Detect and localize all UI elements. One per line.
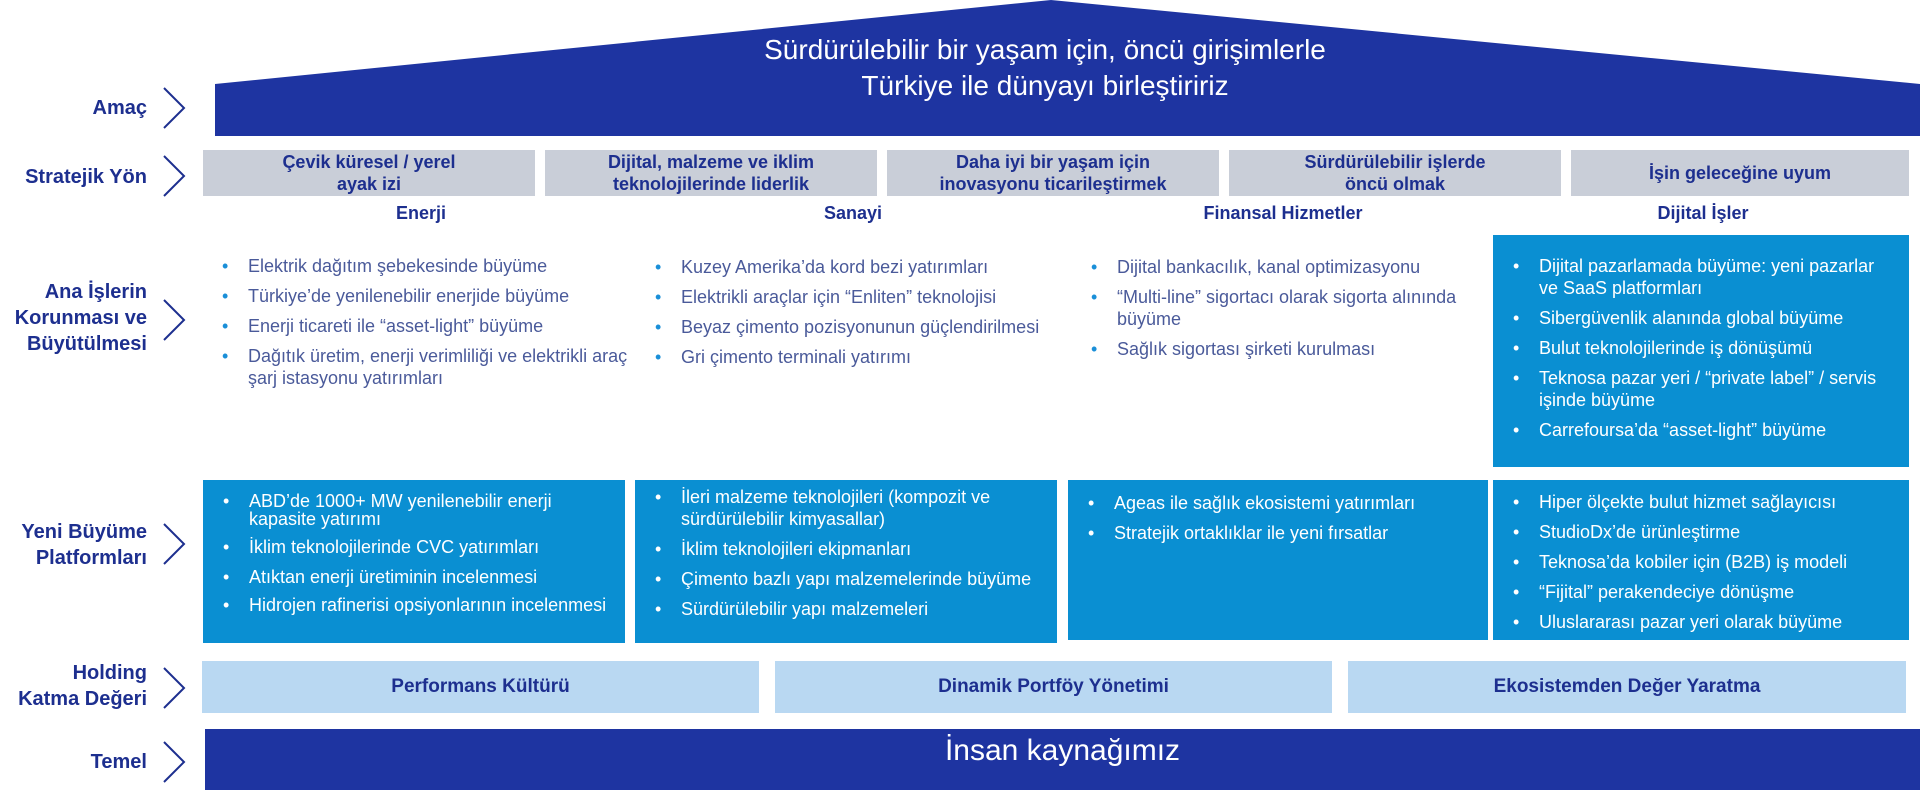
list-item: Dijital bankacılık, kanal optimizasyonu — [1087, 256, 1487, 278]
list-item: Teknosa’da kobiler için (B2B) iş modeli — [1509, 551, 1893, 573]
list-item: “Fijital” perakendeciye dönüşme — [1509, 581, 1893, 603]
holding-value-ekosistem: Ekosistemden Değer Yaratma — [1348, 661, 1906, 713]
growth-sanayi-box: İleri malzeme teknolojileri (kompozit ve… — [635, 480, 1057, 643]
strategy-line: teknolojilerinde liderlik — [612, 174, 810, 194]
list-item: Elektrik dağıtım şebekesinde büyüme — [218, 255, 628, 277]
row-label-yeni-2: Platformları — [35, 547, 147, 569]
strategy-line: inovasyonu ticarileştirmek — [939, 174, 1167, 194]
list-item: ABD’de 1000+ MW yenilenebilir enerji kap… — [219, 492, 609, 528]
list-item: Carrefoursa’da “asset-light” büyüme — [1509, 419, 1889, 441]
strategy-line: Sürdürülebilir işlerde — [1304, 152, 1486, 172]
chevron-right-icon — [160, 84, 188, 132]
core-finans-list: Dijital bankacılık, kanal optimizasyonu … — [1087, 256, 1487, 368]
list-item: Dijital pazarlamada büyüme: yeni pazarla… — [1509, 255, 1889, 299]
list-item: Sürdürülebilir yapı malzemeleri — [651, 598, 1041, 620]
column-heading-finans: Finansal Hizmetler — [1203, 203, 1363, 223]
strategy-line: Dijital, malzeme ve iklim — [607, 152, 815, 172]
list-item: Enerji ticareti ile “asset-light” büyüme — [218, 315, 628, 337]
list-item: Türkiye’de yenilenebilir enerjide büyüme — [218, 285, 628, 307]
row-label-ana-1: Ana İşlerin — [44, 281, 147, 303]
chevron-right-icon — [160, 152, 188, 200]
list-item: Dağıtık üretim, enerji verimliliği ve el… — [218, 345, 628, 389]
row-label-yeni-1: Yeni Büyüme — [21, 521, 147, 543]
list-item: Ageas ile sağlık ekosistemi yatırımları — [1084, 492, 1472, 514]
column-heading-sanayi: Sanayi — [823, 203, 883, 223]
list-item: Sağlık sigortası şirketi kurulması — [1087, 338, 1487, 360]
list-item: Atıktan enerji üretiminin incelenmesi — [219, 566, 609, 588]
list-item: Bulut teknolojilerinde iş dönüşümü — [1509, 337, 1889, 359]
list-item: Uluslararası pazar yeri olarak büyüme — [1509, 611, 1893, 633]
roof-shape — [215, 0, 1920, 136]
purpose-statement: Sürdürülebilir bir yaşam için, öncü giri… — [210, 32, 1880, 104]
strategy-line: İşin geleceğine uyum — [1648, 163, 1832, 183]
chevron-right-icon — [160, 738, 188, 786]
row-label-ana-2: Korunması ve — [14, 307, 147, 329]
foundation-bar: İnsan kaynağımız — [205, 729, 1920, 790]
growth-enerji-box: ABD’de 1000+ MW yenilenebilir enerji kap… — [203, 480, 625, 643]
list-item: Stratejik ortaklıklar ile yeni fırsatlar — [1084, 522, 1472, 544]
list-item: Hidrojen rafinerisi opsiyonlarının incel… — [219, 596, 609, 614]
list-item: “Multi-line” sigortacı olarak sigorta al… — [1087, 286, 1487, 330]
chevron-right-icon — [160, 296, 188, 344]
row-label-holding-2: Katma Değeri — [18, 688, 147, 710]
list-item: İklim teknolojileri ekipmanları — [651, 538, 1041, 560]
list-item: Elektrikli araçlar için “Enliten” teknol… — [651, 286, 1051, 308]
list-item: Gri çimento terminali yatırımı — [651, 346, 1051, 368]
chevron-right-icon — [160, 664, 188, 712]
list-item: Kuzey Amerika’da kord bezi yatırımları — [651, 256, 1051, 278]
row-label-stratejik: Stratejik Yön — [25, 166, 147, 188]
strategy-line: öncü olmak — [1344, 174, 1445, 194]
core-dijital-box: Dijital pazarlamada büyüme: yeni pazarla… — [1493, 235, 1909, 467]
row-label-temel: Temel — [90, 751, 147, 773]
core-enerji-list: Elektrik dağıtım şebekesinde büyüme Türk… — [218, 255, 628, 397]
chevron-right-icon — [160, 520, 188, 568]
list-item: StudioDx’de ürünleştirme — [1509, 521, 1893, 543]
strategy-line: Daha iyi bir yaşam için — [955, 152, 1151, 172]
strategy-line: ayak izi — [336, 174, 402, 194]
strategy-pill: İşin geleceğine uyum — [1571, 150, 1909, 196]
list-item: Teknosa pazar yeri / “private label” / s… — [1509, 367, 1889, 411]
list-item: Hiper ölçekte bulut hizmet sağlayıcısı — [1509, 491, 1893, 513]
row-label-holding: Holding Katma Değeri — [18, 660, 147, 712]
row-label-holding-1: Holding — [72, 662, 147, 684]
growth-dijital-box: Hiper ölçekte bulut hizmet sağlayıcısı S… — [1493, 480, 1909, 640]
purpose-line-2: Türkiye ile dünyayı birleştiririz — [861, 70, 1229, 101]
purpose-line-1: Sürdürülebilir bir yaşam için, öncü giri… — [764, 34, 1326, 65]
row-label-ana-3: Büyütülmesi — [26, 333, 147, 355]
list-item: Sibergüvenlik alanında global büyüme — [1509, 307, 1889, 329]
holding-value-portfoy: Dinamik Portföy Yönetimi — [775, 661, 1332, 713]
list-item: İklim teknolojilerinde CVC yatırımları — [219, 536, 609, 558]
row-label-ana-isler: Ana İşlerin Korunması ve Büyütülmesi — [15, 279, 147, 357]
column-heading-dijital: Dijital İşler — [1657, 203, 1749, 223]
core-sanayi-list: Kuzey Amerika’da kord bezi yatırımları E… — [651, 256, 1051, 376]
growth-finans-box: Ageas ile sağlık ekosistemi yatırımları … — [1068, 480, 1488, 640]
list-item: İleri malzeme teknolojileri (kompozit ve… — [651, 486, 1041, 530]
list-item: Çimento bazlı yapı malzemelerinde büyüme — [651, 568, 1041, 590]
holding-value-performans: Performans Kültürü — [202, 661, 759, 713]
column-heading-enerji: Enerji — [395, 203, 447, 223]
row-label-yeni-buyume: Yeni Büyüme Platformları — [21, 519, 147, 571]
strategy-line: Çevik küresel / yerel — [282, 152, 456, 172]
list-item: Beyaz çimento pozisyonunun güçlendirilme… — [651, 316, 1051, 338]
row-label-amac: Amaç — [92, 97, 147, 119]
